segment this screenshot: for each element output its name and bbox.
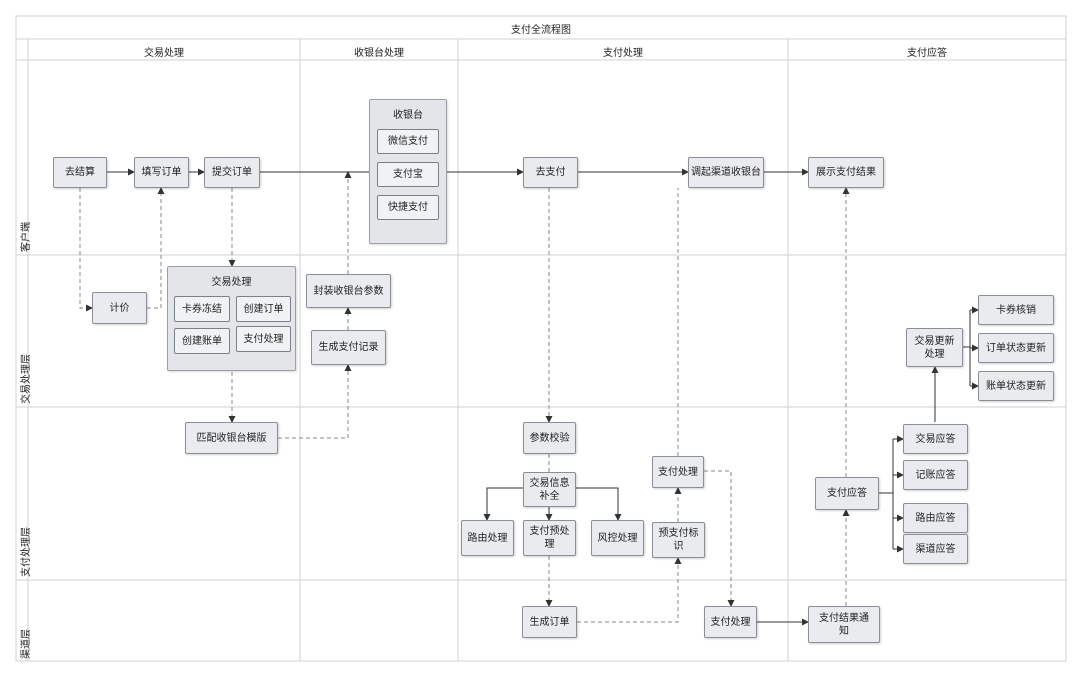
coupon-freeze-node[interactable]: 卡券冻结: [174, 296, 230, 322]
routing-node[interactable]: 路由处理: [461, 520, 514, 556]
match-cashier-template-node[interactable]: 匹配收银台模版: [185, 422, 278, 454]
column-header-reply: 支付应答: [907, 48, 947, 59]
create-bill-node[interactable]: 创建账单: [174, 328, 230, 354]
pay-result-notify-node[interactable]: 支付结果通知: [808, 606, 880, 643]
pack-cashier-params-node[interactable]: 封装收银台参数: [306, 274, 391, 308]
invoke-channel-cashier-node[interactable]: 调起渠道收银台: [688, 157, 764, 188]
risk-control-node[interactable]: 风控处理: [591, 520, 644, 556]
lane-label-client: 客户端: [21, 222, 32, 252]
gen-order-node[interactable]: 生成订单: [522, 606, 577, 638]
pre-pay-mark-node[interactable]: 预支付标识: [652, 522, 705, 558]
diagram-title: 支付全流程图: [511, 25, 571, 36]
trade-reply-node[interactable]: 交易应答: [903, 424, 968, 454]
lane-label-trade-layer: 交易处理层: [21, 354, 32, 404]
pre-pay-processing-node[interactable]: 支付预处理: [523, 520, 576, 556]
trade-processing-group-label: 交易处理: [211, 277, 252, 288]
fill-order-node[interactable]: 填写订单: [134, 157, 189, 188]
column-header-cashier: 收银台处理: [354, 48, 404, 59]
trade-pay-processing-node[interactable]: 支付处理: [236, 326, 291, 352]
param-check-node[interactable]: 参数校验: [523, 422, 576, 454]
submit-order-node[interactable]: 提交订单: [204, 157, 260, 188]
column-header-trade: 交易处理: [144, 48, 184, 59]
lane-label-channel-layer: 渠道层: [21, 629, 32, 659]
show-pay-result-node[interactable]: 展示支付结果: [808, 157, 884, 188]
gen-pay-record-node[interactable]: 生成支付记录: [311, 330, 386, 365]
quick-pay-node[interactable]: 快捷支付: [377, 195, 439, 220]
create-order-node[interactable]: 创建订单: [236, 296, 291, 322]
checkout-node[interactable]: 去结算: [53, 157, 107, 188]
pay-processing-mid-node[interactable]: 支付处理: [652, 456, 704, 488]
wechat-pay-node[interactable]: 微信支付: [377, 129, 439, 154]
column-header-payment: 支付处理: [603, 48, 643, 59]
trade-update-node[interactable]: 交易更新处理: [906, 328, 963, 367]
route-reply-node[interactable]: 路由应答: [903, 503, 968, 533]
pricing-node[interactable]: 计价: [92, 292, 147, 324]
pay-reply-node[interactable]: 支付应答: [815, 477, 879, 510]
channel-reply-node[interactable]: 渠道应答: [903, 534, 968, 564]
ledger-reply-node[interactable]: 记账应答: [903, 460, 968, 490]
order-status-update-node[interactable]: 订单状态更新: [978, 333, 1054, 363]
bill-status-update-node[interactable]: 账单状态更新: [978, 371, 1054, 401]
go-pay-node[interactable]: 去支付: [523, 157, 578, 188]
coupon-redeem-node[interactable]: 卡券核销: [978, 295, 1054, 325]
trade-info-complete-node[interactable]: 交易信息补全: [523, 472, 576, 507]
alipay-node[interactable]: 支付宝: [377, 162, 439, 187]
lane-label-payment-layer: 支付处理层: [21, 527, 32, 577]
cashier-group-label: 收银台: [393, 110, 423, 121]
channel-pay-processing-node[interactable]: 支付处理: [704, 606, 757, 638]
